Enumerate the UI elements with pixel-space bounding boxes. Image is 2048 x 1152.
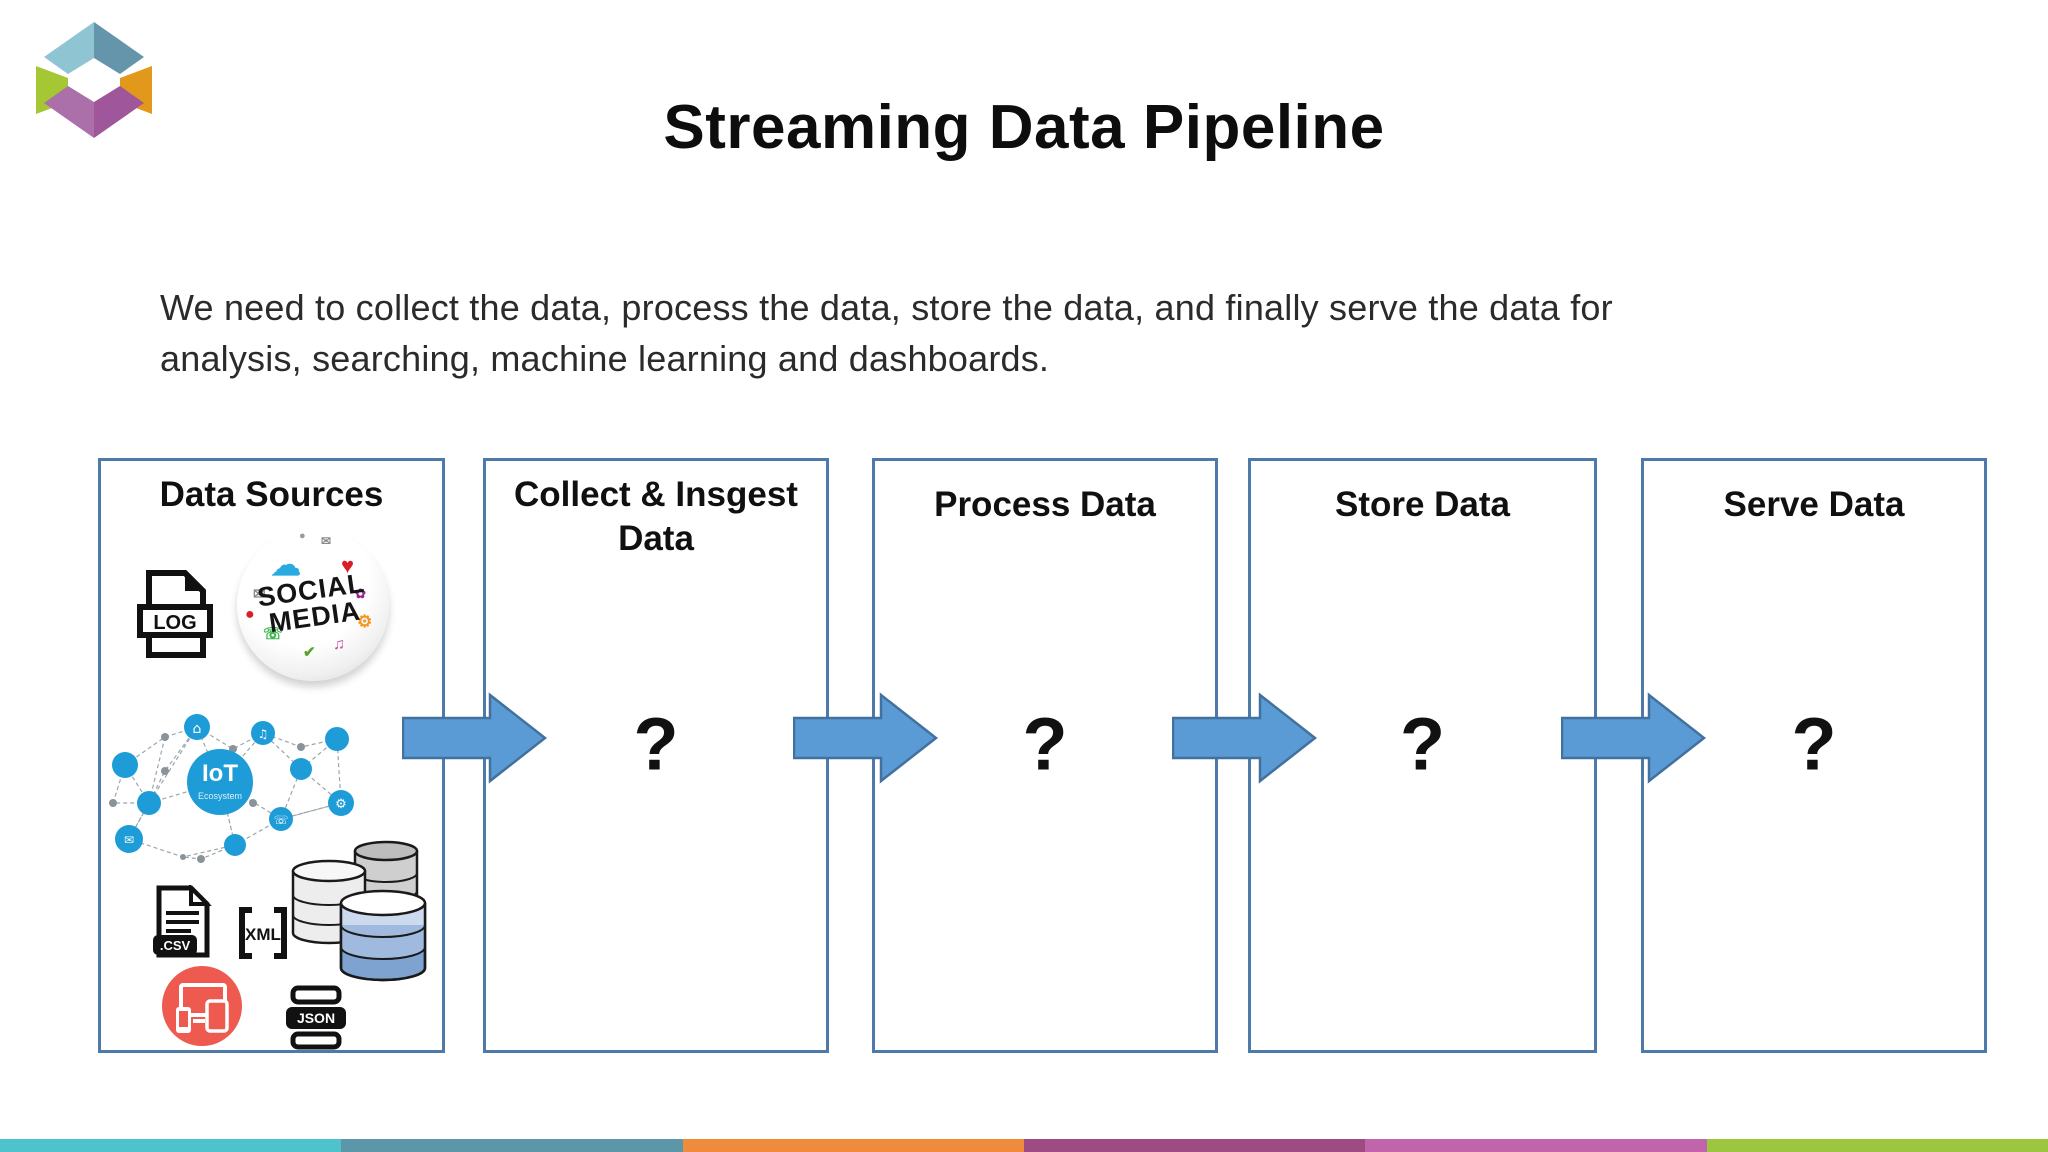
stripe-segment-5 [1365,1139,1707,1152]
flow-arrow-3 [1172,692,1318,784]
svg-text:XML: XML [245,925,281,944]
logo-bottom-right-facet [94,86,144,138]
stripe-segment-1 [0,1139,342,1152]
stage-box-store-data: Store Data ? [1248,458,1597,1053]
phone-node-icon: ☏ [273,813,288,827]
question-mark: ? [1022,702,1068,786]
mail-icon: ✉ [253,586,266,603]
logo-top-left-facet [44,22,94,74]
sms-bubble-icon: ● [245,606,255,623]
stage-title: Serve Data [1723,485,1905,524]
log-file-icon: LOG [137,570,213,658]
intro-text: We need to collect the data, process the… [160,282,1990,384]
stage-box-process-data: Process Data ? [872,458,1218,1053]
logo-bottom-left-facet [44,86,94,138]
stripe-segment-2 [341,1139,683,1152]
flow-arrow-4 [1561,692,1707,784]
iot-ecosystem-icon: ⌂ ⚙ ☏ ✉ ♫ IoT Ecosystem [109,714,354,863]
mail-node-icon: ✉ [124,833,134,847]
mail-icon: ✉ [321,534,332,548]
stage-title: Store Data [1334,485,1511,524]
gear-node-icon: ⚙ [335,797,347,812]
logo-top-right-facet [94,22,144,74]
music-icon: ♫ [333,636,345,653]
stage-title: Collect & Insgest Data [514,475,798,558]
cloud-icon: ☁ [271,549,301,582]
intro-line-1: We need to collect the data, process the… [160,287,1613,328]
iot-center-circle [187,749,253,815]
flow-arrow-1 [402,692,548,784]
music-node-icon: ♫ [258,727,269,741]
connected-devices-icon [162,966,242,1046]
stripe-segment-4 [1023,1139,1366,1152]
flower-icon: ✿ [355,586,366,601]
data-sources-collage: LOG ☁ ♥ ✉ ♫ ⚙ ☏ ✿ ✔ ● ● ✉ SOCIAL MEDIA [101,461,442,1050]
stage-title: Process Data [934,485,1156,524]
check-icon: ✔ [303,644,316,661]
svg-text:Ecosystem: Ecosystem [198,791,242,801]
svg-text:JSON: JSON [297,1010,335,1026]
footer-color-stripe [0,1139,2048,1152]
stage-box-data-sources: Data Sources LOG ☁ ♥ ✉ ♫ ⚙ ☏ ✿ ✔ ● ● [98,458,445,1053]
flow-arrow-2 [793,692,939,784]
social-media-globe-icon: ☁ ♥ ✉ ♫ ⚙ ☏ ✿ ✔ ● ● ✉ SOCIAL MEDIA [237,529,389,681]
stripe-segment-6 [1706,1139,2048,1152]
csv-file-icon: .CSV [153,885,212,958]
question-mark: ? [633,702,679,786]
stripe-segment-3 [682,1139,1024,1152]
json-file-icon: JSON [286,985,346,1050]
svg-text:LOG: LOG [153,612,196,634]
gear-icon: ⚙ [357,612,373,631]
database-icon [291,840,427,982]
stage-box-collect-ingest: Collect & Insgest Data ? [483,458,829,1053]
phone-icon: ☏ [263,626,284,643]
hexagon-cube-logo [36,22,152,138]
stage-title: Data Sources [159,475,384,514]
question-mark: ? [1791,702,1837,786]
heart-icon: ♥ [341,553,355,578]
xml-file-icon: XML [239,907,287,959]
svg-text:.CSV: .CSV [160,938,191,953]
page-title: Streaming Data Pipeline [663,93,1385,162]
home-node-icon: ⌂ [193,721,202,737]
svg-text:IoT: IoT [202,760,238,787]
social-dot-icon: ● [299,530,306,542]
social-media-label: SOCIAL MEDIA [255,567,367,639]
intro-line-2: analysis, searching, machine learning an… [160,338,1050,379]
question-mark: ? [1399,702,1446,786]
